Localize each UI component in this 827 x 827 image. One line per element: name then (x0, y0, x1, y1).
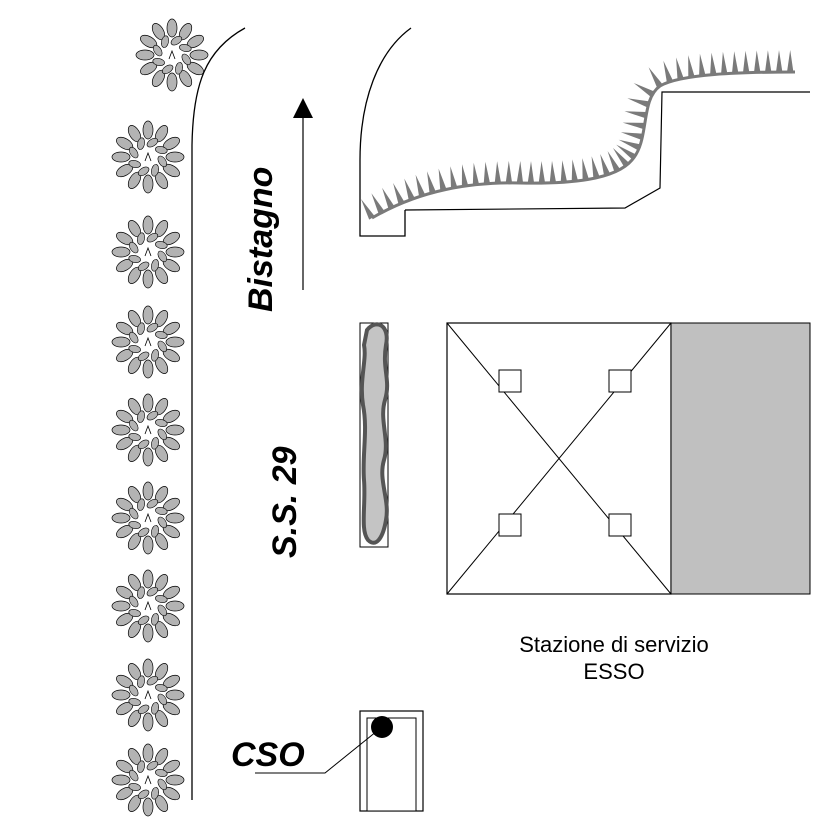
tree-icon (111, 481, 185, 555)
tree-icon (111, 743, 185, 817)
cso-label: CSO (231, 736, 305, 774)
tree-icon (111, 393, 185, 467)
road-edge-left (191, 27, 246, 800)
pump-island (608, 513, 632, 537)
road-label: S.S. 29 (266, 446, 304, 558)
station-name-line1: Stazione di servizio (519, 632, 709, 657)
north-arrow-icon (293, 98, 313, 290)
tree-icon (135, 18, 209, 92)
tree-icon (111, 215, 185, 289)
direction-label: Bistagno (242, 167, 280, 312)
plot-outline (404, 91, 810, 211)
pump-island (498, 369, 522, 393)
tree-icon (111, 305, 185, 379)
cso-leader-line (255, 726, 383, 774)
tree-icon (111, 120, 185, 194)
hedge-row (361, 50, 796, 220)
pump-island (498, 513, 522, 537)
road-edge-right-curve (359, 27, 412, 237)
station-canopy (446, 322, 672, 595)
tree-icon (111, 658, 185, 732)
tree-icon (111, 569, 185, 643)
pump-island (608, 369, 632, 393)
traffic-island (359, 322, 390, 548)
station-name-line2: ESSO (583, 659, 644, 684)
station-building (670, 322, 811, 595)
tree-row (111, 18, 209, 817)
